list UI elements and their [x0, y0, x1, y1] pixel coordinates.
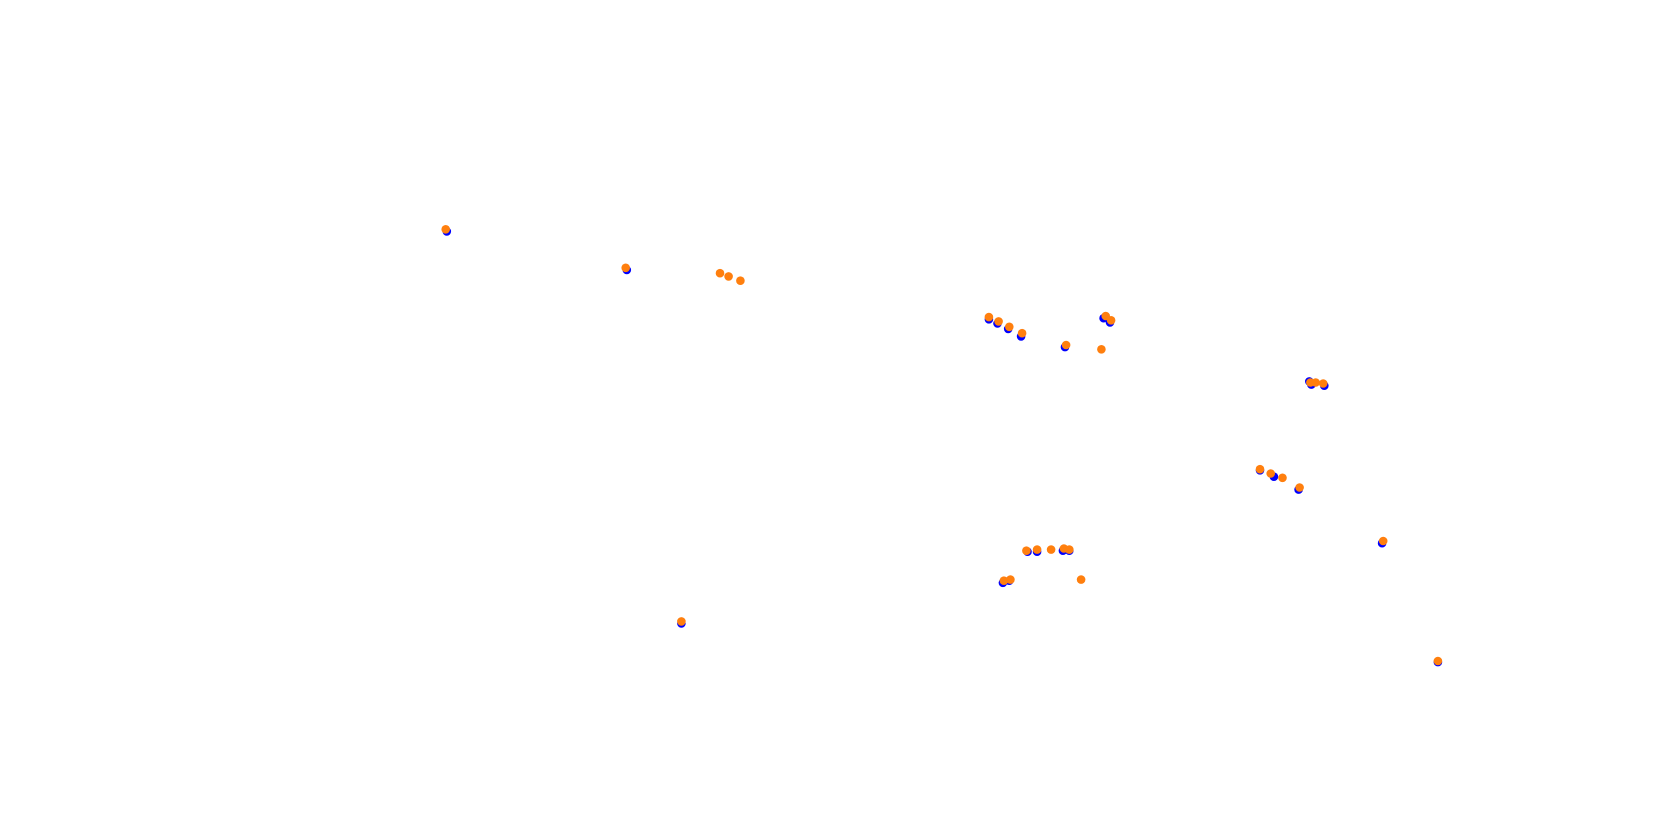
data-point [1266, 469, 1275, 478]
data-point [1378, 536, 1388, 546]
data-point [994, 317, 1003, 326]
data-point [1318, 379, 1328, 388]
data-point [1295, 483, 1304, 492]
series-1 [441, 225, 1443, 666]
data-point [1006, 575, 1015, 584]
data-point [724, 272, 733, 281]
data-point [1255, 464, 1265, 474]
data-point [621, 263, 630, 273]
data-point [441, 225, 451, 234]
data-point [1065, 545, 1074, 554]
data-point [999, 576, 1009, 585]
scatter-marks [441, 225, 1443, 667]
data-point [1433, 656, 1443, 666]
data-point [1046, 545, 1056, 554]
data-point [1097, 345, 1106, 354]
data-point [984, 312, 994, 322]
data-point [1022, 546, 1031, 555]
data-point [715, 268, 725, 278]
data-point [677, 617, 686, 626]
data-point [1017, 328, 1027, 338]
data-point [1005, 322, 1014, 332]
data-point [1278, 473, 1287, 483]
data-point [1311, 378, 1320, 387]
data-point [1106, 316, 1116, 325]
data-point [1061, 340, 1071, 350]
data-point [736, 276, 745, 286]
series-0 [442, 227, 1443, 667]
data-point [1032, 545, 1042, 554]
data-point [1076, 575, 1086, 584]
